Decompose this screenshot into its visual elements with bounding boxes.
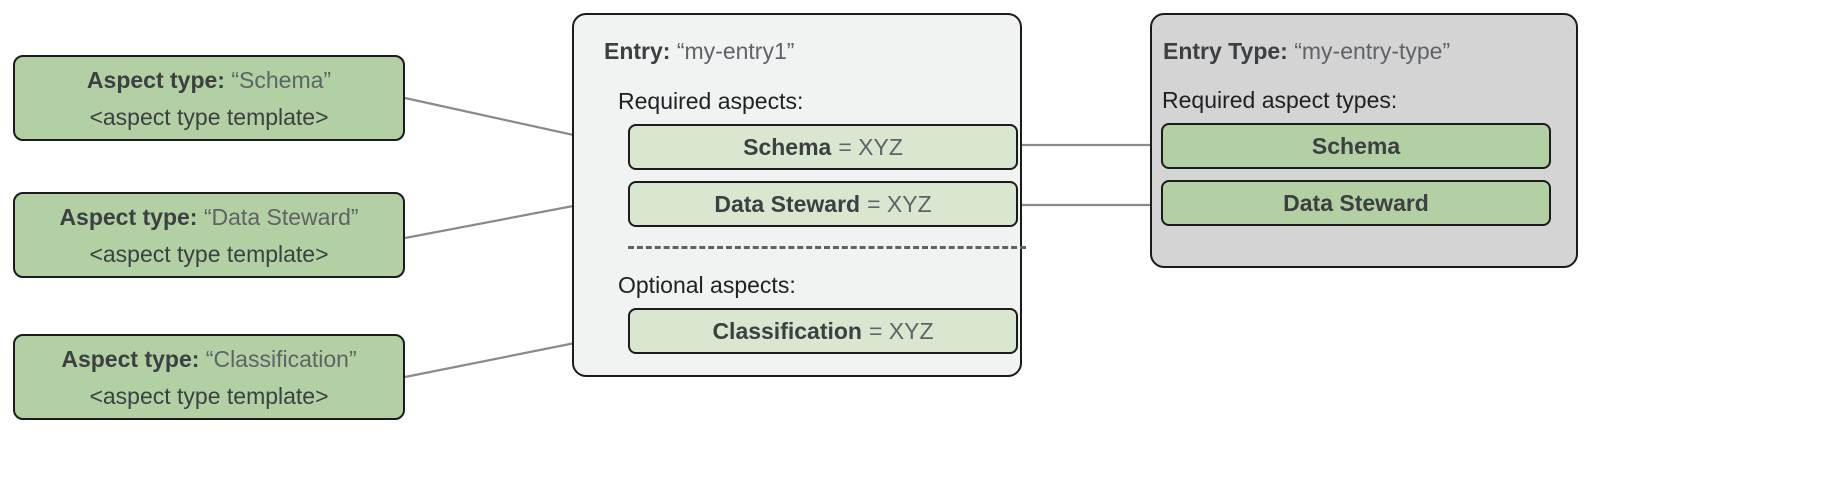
aspect-type-card-data-steward[interactable]: Aspect type: “Data Steward” <aspect type… [13, 192, 405, 278]
aspect-type-name: “Classification” [205, 345, 357, 372]
aspect-type-name: “Data Steward” [203, 203, 359, 230]
aspect-value: = XYZ [868, 317, 934, 344]
entry-panel-title: Entry: “my-entry1” [604, 37, 998, 65]
aspect-type-card-schema[interactable]: Aspect type: “Schema” <aspect type templ… [13, 55, 405, 141]
entry-type-label: Entry Type: [1163, 38, 1288, 64]
entry-panel[interactable]: Entry: “my-entry1” Required aspects: Sch… [572, 13, 1026, 377]
entry-name: “my-entry1” [676, 38, 795, 64]
entry-label: Entry: [604, 38, 671, 64]
required-aspect-types-label: Required aspect types: [1162, 87, 1398, 113]
aspect-type-template: <aspect type template> [89, 382, 329, 409]
entry-type-panel[interactable]: Entry Type: “my-entry-type” Required asp… [1150, 13, 1578, 268]
aspect-type-label: Aspect type: [61, 345, 200, 372]
aspect-type-label: Aspect type: [59, 203, 198, 230]
required-aspect-chip-schema[interactable]: Schema = XYZ [628, 124, 1018, 170]
required-aspect-type-chip-schema[interactable]: Schema [1161, 123, 1551, 169]
aspect-type-label: Aspect type: [86, 66, 225, 93]
aspect-name: Classification [712, 317, 862, 344]
aspect-type-card-title: Aspect type: “Data Steward” [59, 204, 358, 230]
required-aspect-chip-data-steward[interactable]: Data Steward = XYZ [628, 181, 1018, 227]
optional-aspect-chip-classification[interactable]: Classification = XYZ [628, 308, 1018, 354]
aspect-type-card-classification[interactable]: Aspect type: “Classification” <aspect ty… [13, 334, 405, 420]
aspect-value: = XYZ [867, 190, 932, 217]
aspect-type-name: “Schema” [231, 66, 332, 93]
optional-aspects-label: Optional aspects: [618, 272, 796, 298]
aspect-type-card-title: Aspect type: “Schema” [87, 67, 331, 93]
entry-type-panel-title: Entry Type: “my-entry-type” [1163, 37, 1576, 65]
section-divider [628, 246, 1026, 249]
required-aspects-label: Required aspects: [618, 88, 804, 114]
aspect-name: Data Steward [714, 190, 861, 217]
entry-type-name: “my-entry-type” [1294, 38, 1451, 64]
aspect-name: Schema [743, 133, 832, 160]
aspect-type-template: <aspect type template> [89, 240, 329, 267]
required-aspect-type-chip-data-steward[interactable]: Data Steward [1161, 180, 1551, 226]
aspect-type-card-title: Aspect type: “Classification” [61, 346, 356, 372]
aspect-type-template: <aspect type template> [89, 103, 329, 130]
aspect-value: = XYZ [838, 133, 903, 160]
